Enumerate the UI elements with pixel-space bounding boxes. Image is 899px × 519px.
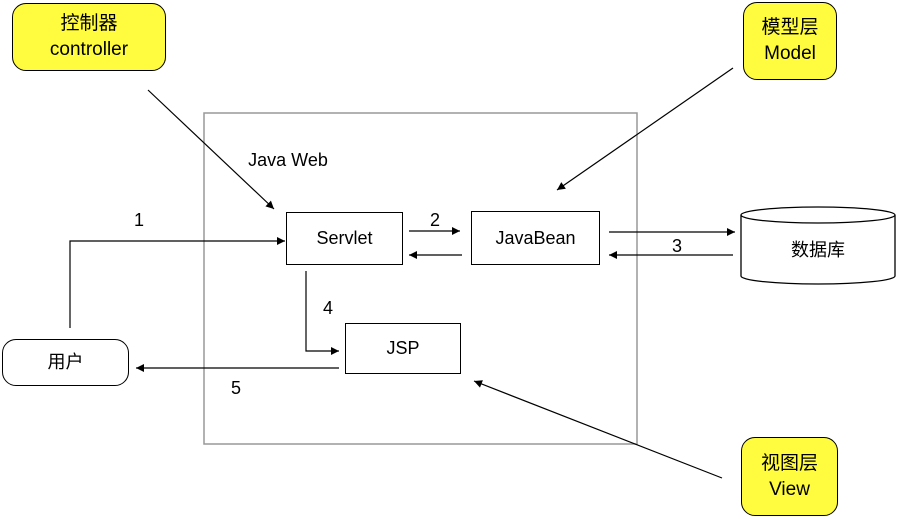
java-web-label: Java Web [248,149,328,170]
model-callout-title: 模型层 [761,17,819,39]
view-callout-title: 视图层 [760,452,818,474]
jsp-box: JSP [345,323,461,374]
step-2-label: 2 [429,209,440,230]
step-3-label: 3 [671,235,682,256]
database-cylinder [740,206,896,285]
arrow-servlet-to-jsp [305,271,339,355]
controller-pointer [147,89,275,210]
model-pointer [556,67,734,191]
model-callout-subtitle: Model [764,43,816,64]
user-box: 用户 [2,339,129,386]
step-5-label: 5 [230,377,241,398]
step-1-label: 1 [133,209,144,230]
javabean-box: JavaBean [471,211,600,265]
controller-callout-subtitle: controller [49,39,129,60]
database-label: 数据库 [791,239,845,260]
view-pointer [473,380,723,479]
servlet-box: Servlet [286,212,403,265]
java-web-container [203,112,638,445]
arrow-user-to-servlet [69,237,285,328]
view-callout-subtitle: View [769,478,810,500]
step-4-label: 4 [322,297,333,318]
controller-callout: 控制器 controller [12,3,166,71]
controller-callout-title: 控制器 [60,13,118,35]
view-callout: 视图层 View [741,437,838,516]
model-callout: 模型层 Model [743,2,837,80]
